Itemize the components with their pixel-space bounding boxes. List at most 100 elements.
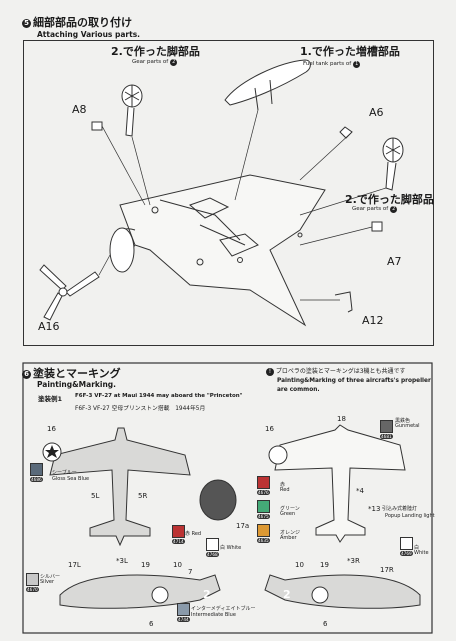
silver-code: 4670 (26, 587, 39, 592)
marking-3r: *3R (347, 557, 360, 565)
marking-16-top: 16 (47, 425, 56, 433)
marking-6-left: 6 (149, 620, 154, 628)
paint-chip-silver: 4670 (26, 573, 39, 593)
paint-chip-green: 4675 (257, 500, 270, 520)
section6-title-en: Painting&Marking. (37, 380, 117, 389)
white2-name: 白 (414, 545, 420, 551)
green-swatch (257, 500, 270, 513)
gunmetal-code: 4681 (380, 434, 393, 439)
section6-title-jp: 塗装とマーキング (33, 367, 121, 380)
scheme-line2: F6F-3 VF-27 空母プリンストン搭載 1944年5月 (75, 406, 206, 412)
fuel-tank-en-text: Fuel tank parts of (303, 61, 352, 67)
fuel-step-circle: 1 (353, 61, 361, 68)
paint-chip-gunmetal: 4681 (380, 420, 393, 440)
white2-code: 4769 (400, 551, 413, 556)
white-swatch (206, 538, 219, 551)
white-name: 白 White (220, 544, 241, 551)
intermediate-blue-swatch (177, 603, 190, 616)
silver-en: Silver (40, 579, 55, 585)
silver-name: シルバー (40, 574, 61, 580)
marking-10-left: 10 (173, 561, 182, 569)
paint-chip-white: 4768 (206, 538, 219, 558)
paint-chip-amber: 4635 (257, 524, 270, 544)
intermediate-blue-en: Intermediate Blue (191, 612, 236, 618)
paint-chip-sea-blue: 4686 (30, 463, 43, 483)
part-a6: A6 (369, 106, 384, 119)
popup-light-jp: 引込み式着陸灯 (382, 506, 418, 512)
part-a8: A8 (72, 103, 87, 116)
marking-17l: 17L (68, 561, 81, 569)
section5-panel (23, 40, 434, 346)
red2-name: 赤 (280, 482, 286, 488)
propeller-note: ! プロペラの塗装とマーキングは3機とも共通です (266, 366, 406, 376)
amber-name: オレンジ (280, 530, 301, 536)
propeller-note-jp: プロペラの塗装とマーキングは3機とも共通です (275, 368, 406, 375)
white-name-jp: 白 (220, 545, 226, 551)
white2-en: White (414, 550, 429, 556)
white-code: 4768 (206, 552, 219, 557)
part-a7: A7 (387, 255, 402, 268)
exclamation-icon: ! (266, 368, 274, 376)
red2-en: Red (280, 487, 290, 493)
gear-parts-en-text: Gear parts of (132, 59, 169, 65)
sea-blue-code: 4686 (30, 477, 43, 482)
marking-10-right: 10 (295, 561, 304, 569)
red2-code: 4676 (257, 490, 270, 495)
marking-5r: 5R (138, 492, 148, 500)
red-code: 4714 (172, 539, 185, 544)
red-name: 赤 Red (185, 530, 201, 537)
marking-17a: 17a (236, 522, 250, 530)
part-a12: A12 (362, 314, 384, 327)
paint-chip-red: 4714 (172, 525, 185, 545)
gear-parts-callout-2: 2.で作った脚部品 (345, 193, 434, 206)
gear-parts-callout: 2.で作った脚部品 (111, 45, 200, 58)
marking-18: 18 (337, 415, 346, 423)
red-name-jp: 赤 (185, 531, 191, 537)
intermediate-blue-name: インターメディエイトブルー (191, 606, 256, 612)
amber-en: Amber (280, 535, 297, 541)
scheme-label: 塗装例1 (38, 395, 63, 403)
white2-swatch (400, 537, 413, 550)
intermediate-blue-code: 4744 (177, 617, 190, 622)
marking-19-right: 19 (320, 561, 329, 569)
sea-blue-swatch (30, 463, 43, 476)
marking-16-bottom: 16 (265, 425, 274, 433)
marking-4: *4 (356, 487, 364, 495)
green-en: Green (280, 511, 296, 517)
popup-light-en: Popup Landing light (385, 513, 435, 519)
scheme-line1: F6F-3 VF-27 at Maui 1944 may aboard the … (75, 393, 243, 399)
gunmetal-swatch (380, 420, 393, 433)
section5-title-jp: 細部部品の取り付け (33, 16, 132, 29)
sea-blue-en: Gloss Sea Blue (52, 476, 90, 482)
green-code: 4675 (257, 514, 270, 519)
part-a16: A16 (38, 320, 60, 333)
marking-13: *13 (368, 505, 381, 513)
sea-blue-name: シーブルー (52, 470, 77, 476)
paint-chip-white-2: 4769 (400, 537, 413, 557)
gear-step-circle: 2 (170, 59, 178, 66)
red-name-en: Red (191, 531, 202, 537)
section6-number: 6 (22, 370, 31, 379)
marking-6-right: 6 (323, 620, 328, 628)
paint-chip-red-2: 4676 (257, 476, 270, 496)
gunmetal-en: Gunmetal (395, 423, 420, 429)
gear-step-circle-2: 2 (390, 206, 398, 213)
red-swatch (172, 525, 185, 538)
marking-19-left: 19 (141, 561, 150, 569)
marking-2-right: 2 (283, 588, 291, 601)
marking-7: 7 (188, 568, 193, 576)
silver-swatch (26, 573, 39, 586)
amber-code: 4635 (257, 538, 270, 543)
section5-title-en: Attaching Various parts. (37, 30, 141, 39)
amber-swatch (257, 524, 270, 537)
gear-parts-en-text-2: Gear parts of (352, 206, 389, 212)
white-name-en: White (226, 545, 242, 551)
propeller-note-en1: Painting&Marking of three aircrafts's pr… (277, 378, 431, 384)
red2-swatch (257, 476, 270, 489)
